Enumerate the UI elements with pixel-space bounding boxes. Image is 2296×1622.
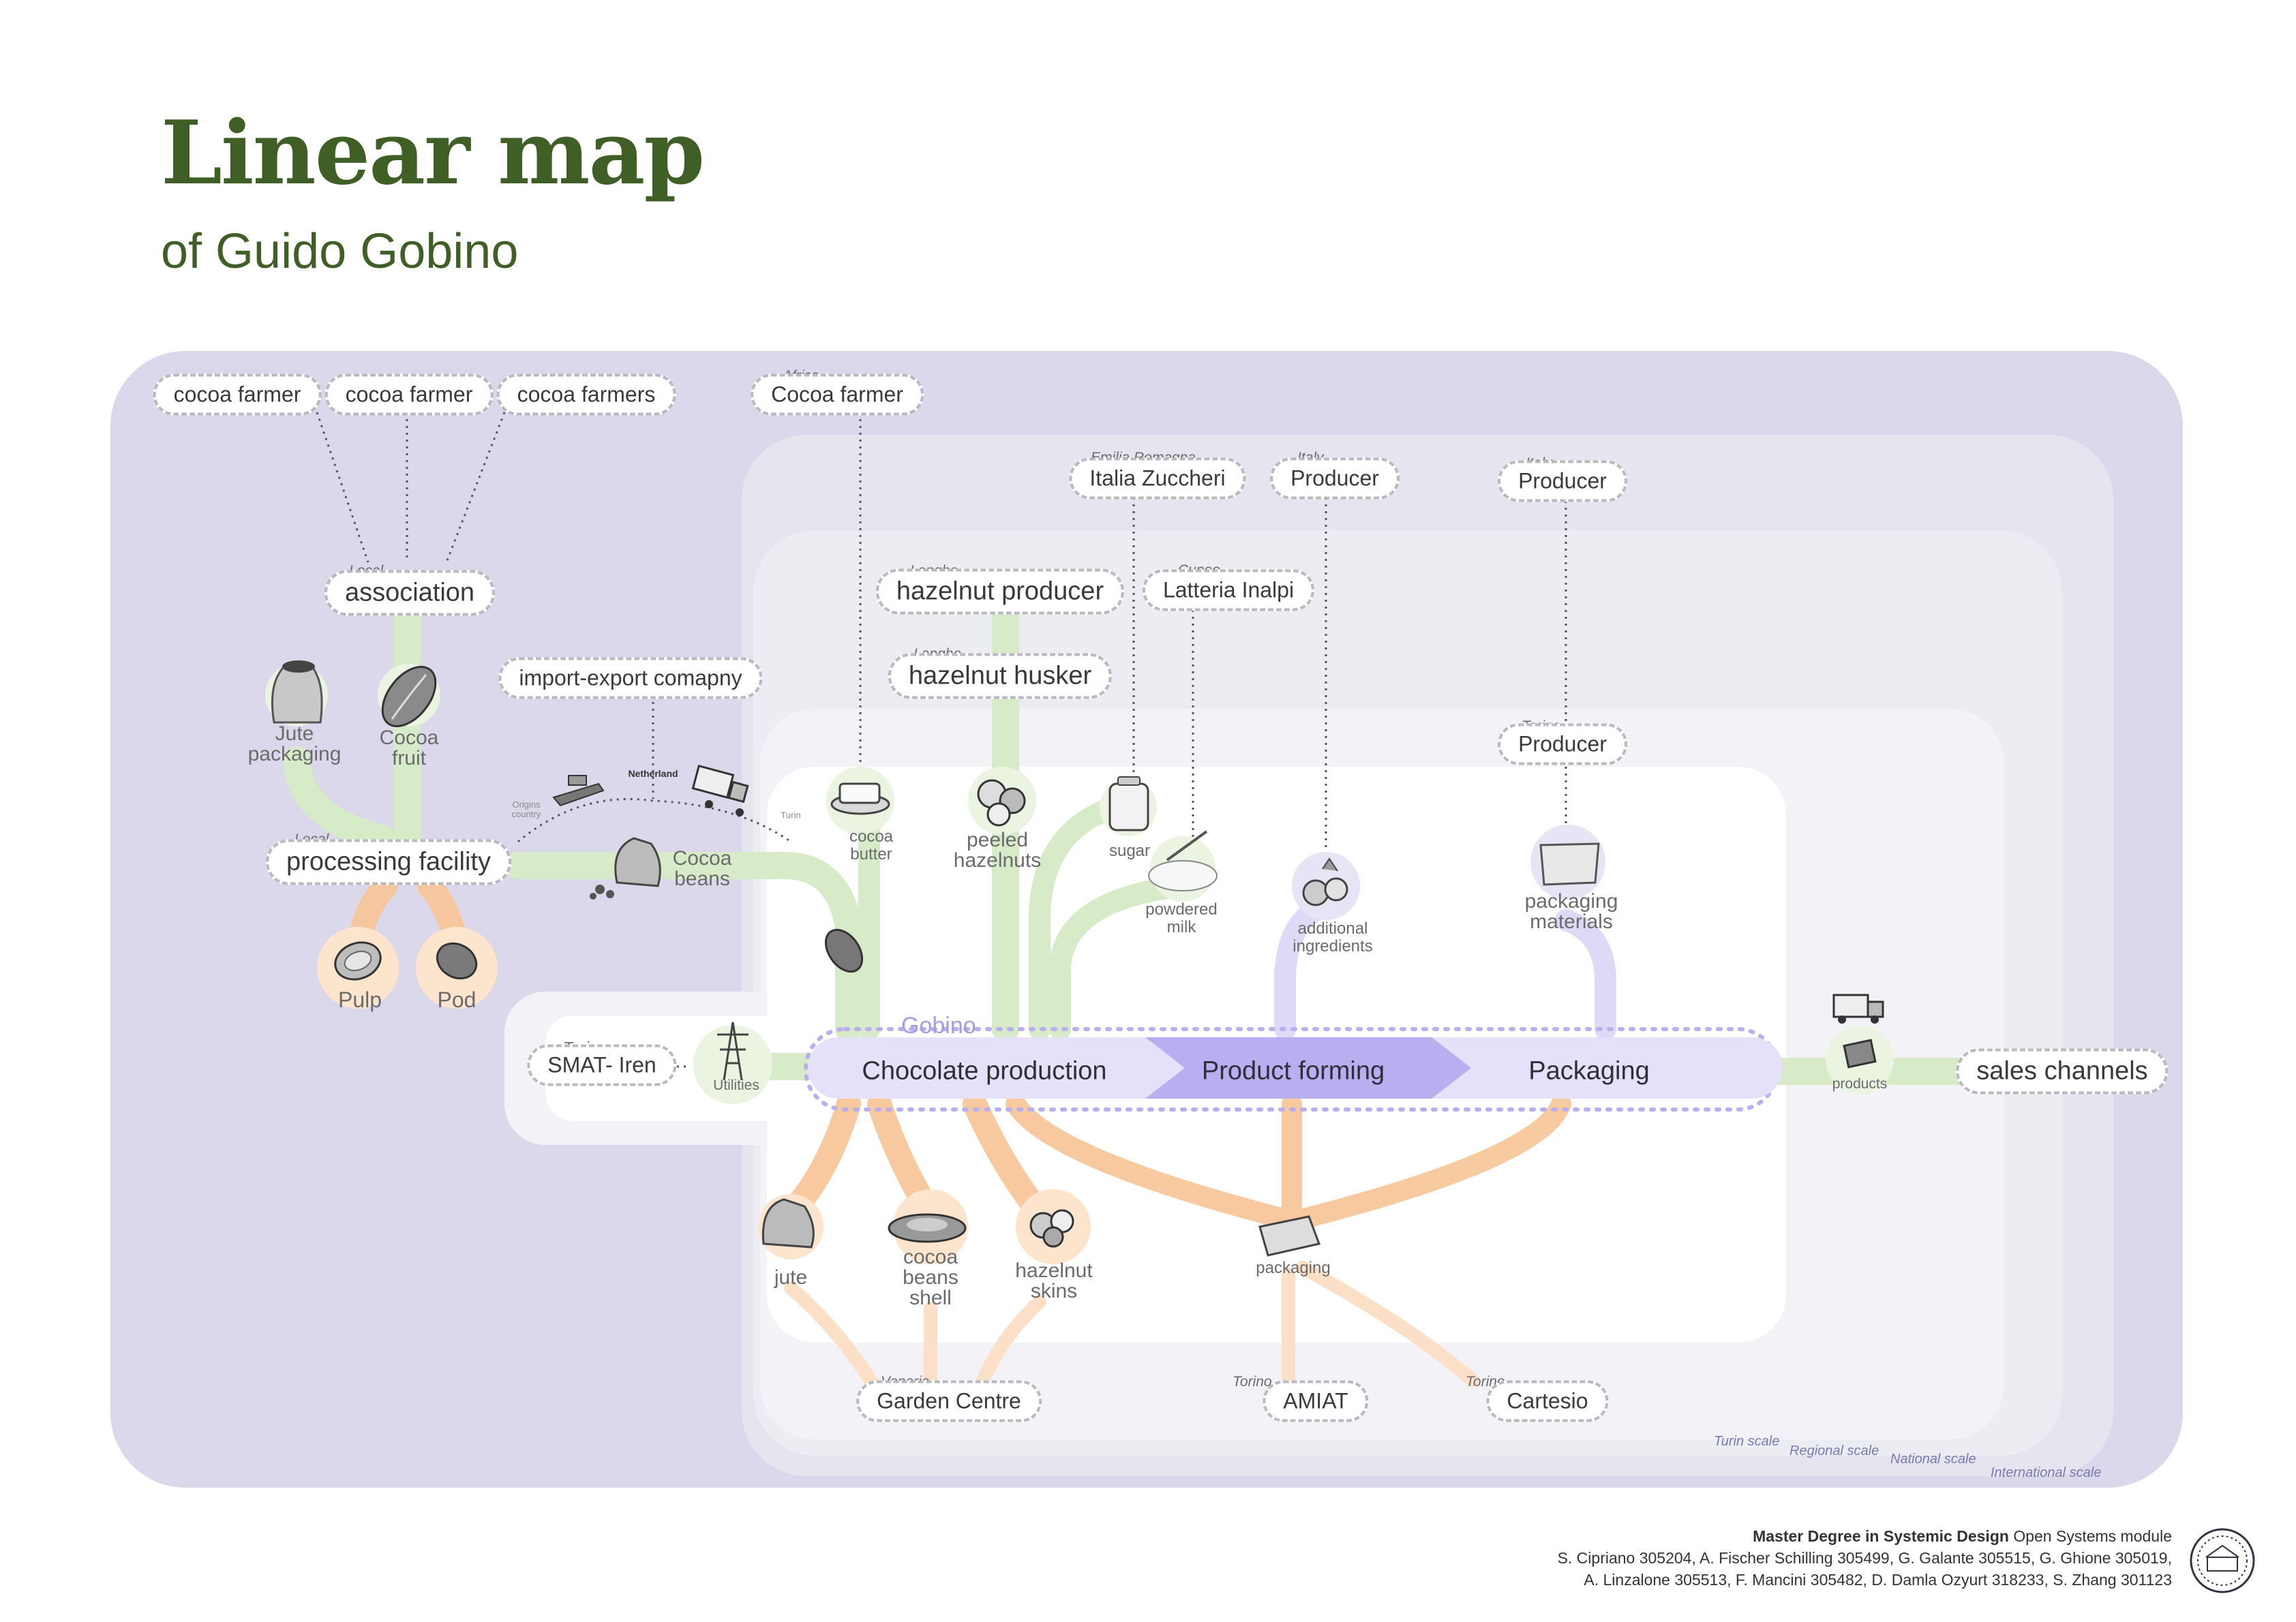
node-producer-torino: Producer (1498, 723, 1627, 765)
item-cocoa-fruit: Cocoa fruit (379, 726, 439, 769)
additional-ingredients-icon (1302, 857, 1348, 906)
scale-national-label: National scale (1890, 1452, 1976, 1467)
node-garden-centre: Garden Centre (856, 1380, 1042, 1422)
loc-amiat: Torino (1233, 1374, 1272, 1390)
utilities-pylon-icon (717, 1022, 749, 1081)
cocoa-bean-icon (824, 928, 864, 973)
item-jute-packaging: Jute packaging (247, 722, 342, 765)
item-additional-ingredients: additional ingredients (1293, 919, 1373, 955)
credits: Master Degree in Systemic Design Open Sy… (1558, 1525, 2172, 1591)
node-amiat: AMIAT (1263, 1380, 1369, 1422)
truck-icon (691, 765, 749, 816)
node-cocoa-farmer-africa: Cocoa farmer (751, 373, 924, 416)
cocoa-beans-sack-icon (590, 837, 661, 900)
gobino-boundary (804, 1027, 1779, 1112)
flow-skins-garden (975, 1295, 1046, 1390)
item-peeled-hazelnuts: peeled hazelnuts (953, 829, 1042, 872)
node-hazelnut-producer: hazelnut producer (875, 568, 1125, 615)
item-packaging-materials: packaging materials (1524, 890, 1618, 933)
item-hazelnut-skins: hazelnut skins (1015, 1259, 1093, 1302)
page-title: Linear map (161, 102, 705, 204)
scale-turin-label: Turin scale (1714, 1434, 1780, 1449)
gobino-label: Gobino (901, 1013, 976, 1039)
node-hazelnut-husker: hazelnut husker (888, 653, 1113, 699)
item-cocoa-butter: cocoa butter (849, 827, 894, 863)
item-cocoa-beans-shell: cocoa beans shell (903, 1246, 958, 1309)
flow-packaging-cartesio (1295, 1261, 1479, 1387)
node-cartesio: Cartesio (1486, 1380, 1609, 1422)
packaging-materials-icon (1539, 842, 1600, 886)
item-packaging-waste: packaging (1256, 1259, 1331, 1277)
transport-turin-label: Turin (781, 810, 801, 821)
pod-icon (436, 942, 478, 980)
jute-waste-icon (761, 1198, 815, 1249)
node-cocoa-farmer-1: cocoa farmer (153, 373, 322, 416)
item-powdered-milk: powdered milk (1145, 900, 1218, 936)
products-icon (1832, 994, 1884, 1069)
scale-regional-label: Regional scale (1789, 1443, 1879, 1458)
process-packaging: Packaging (1528, 1056, 1650, 1086)
item-sugar: sugar (1108, 842, 1151, 860)
credits-line-3: A. Linzalone 305513, F. Mancini 305482, … (1584, 1571, 2172, 1589)
page-subtitle: of Guido Gobino (161, 224, 519, 279)
node-latteria-inalpi: Latteria Inalpi (1142, 569, 1315, 611)
node-italia-zuccheri: Italia Zuccheri (1069, 457, 1246, 500)
node-import-export: import-export comapny (498, 657, 763, 699)
item-jute-waste: jute (774, 1266, 808, 1289)
item-pulp: Pulp (337, 988, 382, 1012)
jute-packaging-icon (271, 660, 323, 724)
item-pod: Pod (437, 988, 477, 1012)
product-forming-arrow (1145, 1037, 1471, 1099)
sugar-jar-icon (1108, 776, 1149, 831)
packaging-waste-icon (1258, 1215, 1321, 1257)
node-smat-iren: SMAT- Iren (527, 1044, 677, 1086)
node-producer-italy-2: Producer (1498, 460, 1627, 502)
process-product-forming: Product forming (1201, 1056, 1385, 1086)
scale-international-label: International scale (1991, 1465, 2102, 1480)
ship-icon (552, 775, 605, 807)
flow-production-packaging-waste (1006, 1094, 1299, 1230)
credits-module: Open Systems module (2008, 1527, 2172, 1545)
credits-line-1: Master Degree in Systemic Design Open Sy… (1558, 1525, 2172, 1547)
university-seal-icon (2190, 1528, 2255, 1593)
flow-packaging-packaging-waste (1288, 1094, 1571, 1230)
item-utilities: Utilities (713, 1077, 759, 1093)
flow-milk-production (1049, 875, 1194, 1040)
hazelnut-skins-icon (1029, 1209, 1074, 1248)
node-association: association (324, 570, 496, 616)
transport-origin-label: Origins country (511, 799, 541, 819)
utilities-glow (693, 1025, 772, 1104)
node-cocoa-farmers: cocoa farmers (496, 373, 676, 416)
flow-packaging-materials-packaging (1555, 909, 1616, 1040)
item-cocoa-beans: Cocoa beans (672, 847, 732, 890)
credits-degree: Master Degree in Systemic Design (1753, 1527, 2009, 1545)
pulp-icon (334, 941, 382, 981)
flow-jute-processing (283, 746, 421, 876)
powdered-milk-icon (1148, 830, 1218, 891)
node-sales-channels: sales channels (1956, 1048, 2169, 1095)
cocoa-shell-icon (888, 1213, 967, 1243)
flow-jute-garden (784, 1281, 879, 1390)
node-processing-facility: processing facility (266, 839, 511, 885)
credits-line-2: S. Cipriano 305204, A. Fischer Schilling… (1557, 1549, 2172, 1567)
transport-netherland-label: Netherland (628, 768, 678, 779)
cocoa-fruit-icon (381, 665, 437, 728)
peeled-hazelnuts-icon (977, 779, 1026, 827)
flow-beans-production (504, 852, 862, 1043)
node-cocoa-farmer-2: cocoa farmer (324, 373, 494, 416)
item-products: products (1832, 1076, 1888, 1092)
cocoa-butter-icon (830, 782, 890, 815)
process-chocolate-production: Chocolate production (862, 1056, 1107, 1086)
node-producer-italy-1: Producer (1270, 457, 1400, 500)
